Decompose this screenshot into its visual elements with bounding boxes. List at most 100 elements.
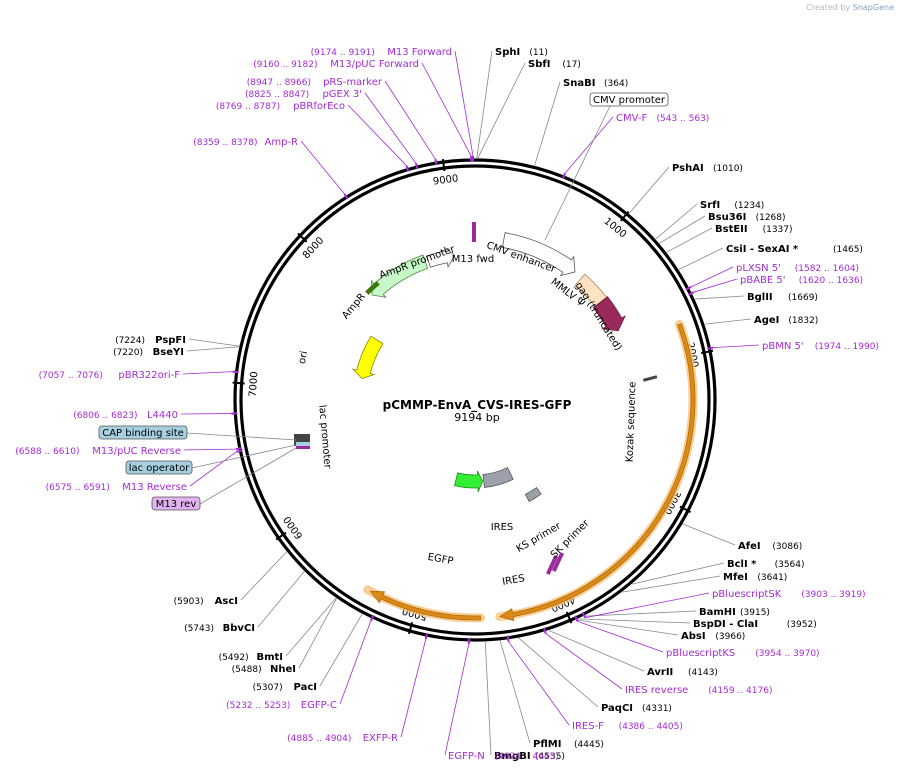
site-label: NheI xyxy=(270,664,296,675)
primer-leader xyxy=(546,634,622,689)
primer-position: (7057 .. 7076) xyxy=(39,371,103,381)
site-label: PacI xyxy=(294,682,317,693)
site-leader xyxy=(679,248,723,269)
site-position: (1669) xyxy=(788,293,818,303)
site-label: SbfI xyxy=(528,59,550,70)
bp-tick-mark xyxy=(233,383,245,384)
primer-position: (1974 .. 1990) xyxy=(815,342,879,352)
orf-highlight-envelope xyxy=(500,324,693,616)
site-leader xyxy=(705,319,751,324)
site-label: BseYI xyxy=(153,347,184,358)
site-label: BglII xyxy=(747,292,773,303)
primer-leader xyxy=(509,642,569,725)
primer-mark xyxy=(237,450,243,451)
site-label: SphI xyxy=(495,47,520,58)
site-position: (3086) xyxy=(772,542,802,552)
site-label: BclI * xyxy=(727,559,757,570)
site-leader xyxy=(477,51,492,158)
site-position: (7224) xyxy=(115,336,145,346)
primer-label: IRES reverse xyxy=(625,685,688,696)
primer-position: (9160 .. 9182) xyxy=(253,60,317,70)
site-label: PspFI xyxy=(155,335,186,346)
ori-arrow xyxy=(353,336,383,378)
primer-label: M13 Forward xyxy=(387,47,452,58)
site-position: (5488) xyxy=(232,665,262,675)
primer-label: pBABE 5' xyxy=(740,275,786,286)
site-leader xyxy=(695,296,744,299)
primer-leader xyxy=(385,81,435,159)
site-position: (5903) xyxy=(174,597,204,607)
site-position: (364) xyxy=(604,79,628,89)
primer-mark xyxy=(416,163,417,169)
snapgene-brand: SnapGene xyxy=(853,3,894,12)
m13-fwd-mark xyxy=(472,222,476,242)
site-label: PflMI xyxy=(533,739,561,750)
site-position: (4143) xyxy=(688,668,718,678)
site-label: AscI xyxy=(215,596,238,607)
site-position: (3641) xyxy=(757,573,787,583)
primer-position: (3954 .. 3970) xyxy=(755,649,819,659)
site-position: (5492) xyxy=(219,653,249,663)
site-position: (3915) xyxy=(740,608,770,618)
site-position: (5307) xyxy=(253,683,283,693)
primer-label: EGFP-N xyxy=(448,751,485,762)
primer-position: (5232 .. 5253) xyxy=(226,701,290,711)
primer-leader xyxy=(401,639,426,737)
primer-position: (6575 .. 6591) xyxy=(46,483,110,493)
site-label: BamHI xyxy=(699,607,736,618)
ampr-label: AmpR xyxy=(340,291,368,321)
primer-label: EGFP-C xyxy=(301,700,337,711)
primer-label: pLXSN 5' xyxy=(736,263,781,274)
site-label: AvrII xyxy=(647,667,673,678)
primer-label: pGEX 3' xyxy=(322,89,362,100)
egfp-label: EGFP xyxy=(427,552,454,567)
site-leader xyxy=(286,598,336,656)
m13-rev-mark xyxy=(296,446,310,449)
site-label: PaqCI xyxy=(601,703,633,714)
primer-mark xyxy=(707,348,713,349)
kozak-label: Kozak sequence xyxy=(625,381,639,462)
site-position: (1234) xyxy=(734,201,764,211)
site-label: CsiI - SexAI * xyxy=(726,244,799,255)
primer-label: pBluescriptKS xyxy=(666,648,735,659)
site-position: (3564) xyxy=(775,560,805,570)
primer-position: (6806 .. 6823) xyxy=(73,411,137,421)
site-position: (1465) xyxy=(833,245,863,255)
site-label: SnaBI xyxy=(563,78,595,89)
primer-label: M13 Reverse xyxy=(122,482,187,493)
site-leader xyxy=(629,167,669,213)
primer-leader xyxy=(340,621,371,704)
site-leader xyxy=(189,339,239,346)
primer-leader xyxy=(365,93,416,163)
primer-position: (8359 .. 8378) xyxy=(193,138,257,148)
primer-label: L4440 xyxy=(147,410,178,421)
site-leader xyxy=(478,63,525,158)
primer-leader xyxy=(713,345,759,348)
box-leader xyxy=(187,433,296,440)
primer-leader xyxy=(348,105,407,166)
primer-position: (4885 .. 4904) xyxy=(287,734,351,744)
plasmid-length: 9194 bp xyxy=(454,411,499,424)
primer-leader xyxy=(183,372,233,374)
lac-promoter-label: lac promoter xyxy=(316,404,333,470)
primer-position: (4386 .. 4405) xyxy=(619,722,683,732)
site-position: (7220) xyxy=(113,348,143,358)
site-label: PshAI xyxy=(672,163,704,174)
site-leader xyxy=(320,614,362,686)
primer-label: M13/pUC Forward xyxy=(330,59,419,70)
primer-leader xyxy=(455,51,473,156)
site-leader xyxy=(500,641,530,743)
primer-leader xyxy=(445,644,469,755)
snapgene-credit: Created by SnapGene xyxy=(806,3,894,12)
site-leader xyxy=(683,524,735,545)
credit-prefix: Created by xyxy=(806,3,850,12)
site-leader xyxy=(667,228,712,252)
primer-label: Amp-R xyxy=(265,137,299,148)
primer-mark xyxy=(426,633,427,639)
site-leader xyxy=(656,204,697,239)
primer-leader xyxy=(565,117,613,173)
primer-leader xyxy=(694,279,737,292)
primer-mark xyxy=(233,372,239,373)
primer-label: pRS-marker xyxy=(323,77,383,88)
site-leader xyxy=(299,599,337,668)
